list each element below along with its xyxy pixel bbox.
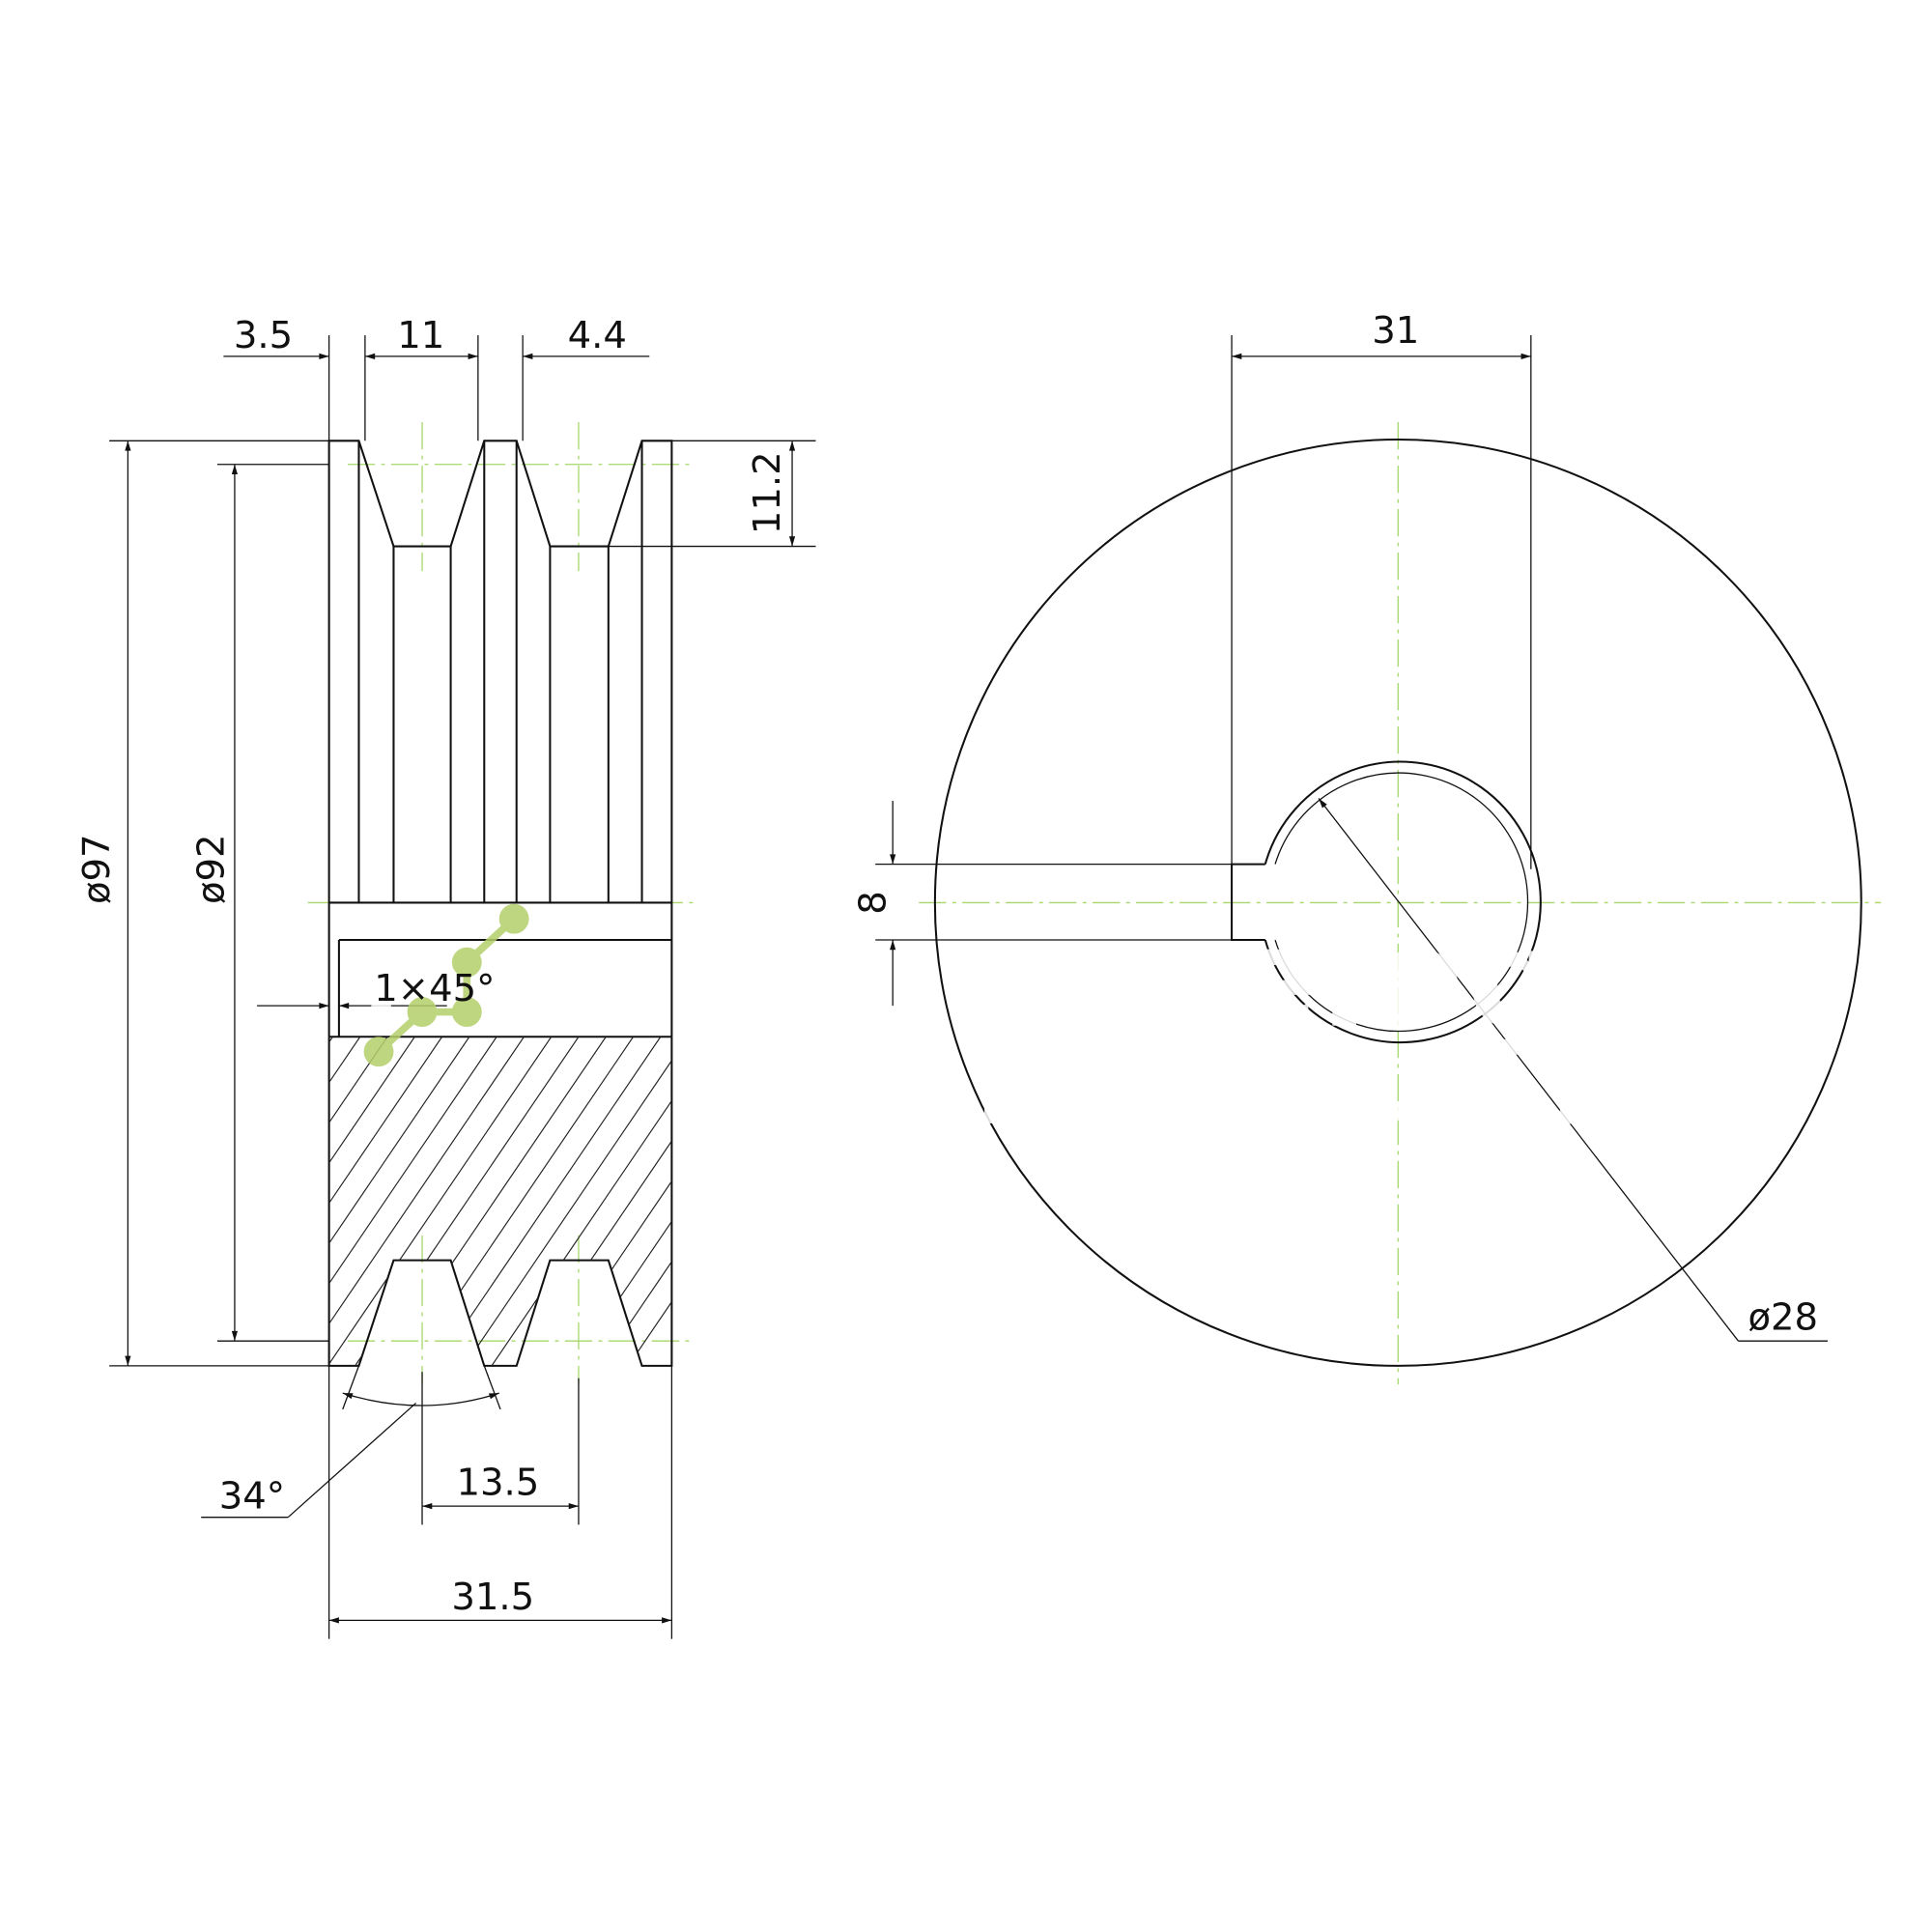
hatch-line (600, 1037, 672, 1366)
dim-outer-dia: ø97 (75, 834, 119, 904)
hatch-line (627, 1037, 672, 1366)
hatch-line (27, 1037, 250, 1366)
watermark-brand: purelogic (956, 900, 1700, 1059)
hatch-line (328, 1037, 525, 1366)
hatch-line (328, 1037, 553, 1366)
dim-keyway-width: 8 (851, 891, 895, 915)
dim-land: 4.4 (568, 314, 627, 357)
hatch-line (82, 1037, 305, 1366)
dimensions (109, 335, 1829, 1639)
dim-total-width: 31.5 (451, 1576, 534, 1619)
hatch-line (573, 1037, 672, 1366)
outer-circle (933, 438, 1862, 1367)
hatch-line (546, 1037, 672, 1366)
hatch-line (328, 1037, 333, 1366)
dim-pitch-dia: ø92 (189, 834, 233, 904)
dim-flange: 3.5 (234, 314, 293, 357)
watermark-logo: purelogic research & development (363, 900, 1700, 1134)
hatch-line (328, 1037, 443, 1366)
dim-keyway-height: 31 (1372, 309, 1419, 353)
hatch-line (328, 1037, 388, 1366)
dim-chamfer: 1×45° (374, 967, 495, 1010)
dimension-labels: 3.5 11 4.4 11.2 ø97 ø92 1×45° 34° 13.5 3… (75, 309, 1818, 1619)
hatch-line (328, 1037, 470, 1366)
hatch-line (0, 1037, 223, 1366)
hatch-line (328, 1037, 415, 1366)
dim-bore: ø28 (1747, 1296, 1818, 1340)
watermark-tagline: research & development (980, 1085, 1648, 1134)
dim-depth: 11.2 (746, 451, 789, 534)
dim-groove-pitch: 13.5 (457, 1462, 540, 1505)
hatch-line (328, 1037, 361, 1366)
side-section-view (0, 422, 696, 1385)
hatch-line (464, 1037, 672, 1366)
section-hatching (0, 1037, 672, 1366)
front-view (919, 422, 1882, 1385)
hatch-line (409, 1037, 635, 1366)
hatch-line (55, 1037, 278, 1366)
bore-circle (1264, 760, 1542, 1044)
hatch-line (328, 1037, 497, 1366)
hatch-line (518, 1037, 672, 1366)
hatch-line (491, 1037, 672, 1366)
hatch-line (382, 1037, 607, 1366)
hatch-line (355, 1037, 580, 1366)
dim-angle: 34° (219, 1475, 285, 1519)
hatch-line (436, 1037, 662, 1366)
dim-groove-top: 11 (397, 314, 444, 357)
